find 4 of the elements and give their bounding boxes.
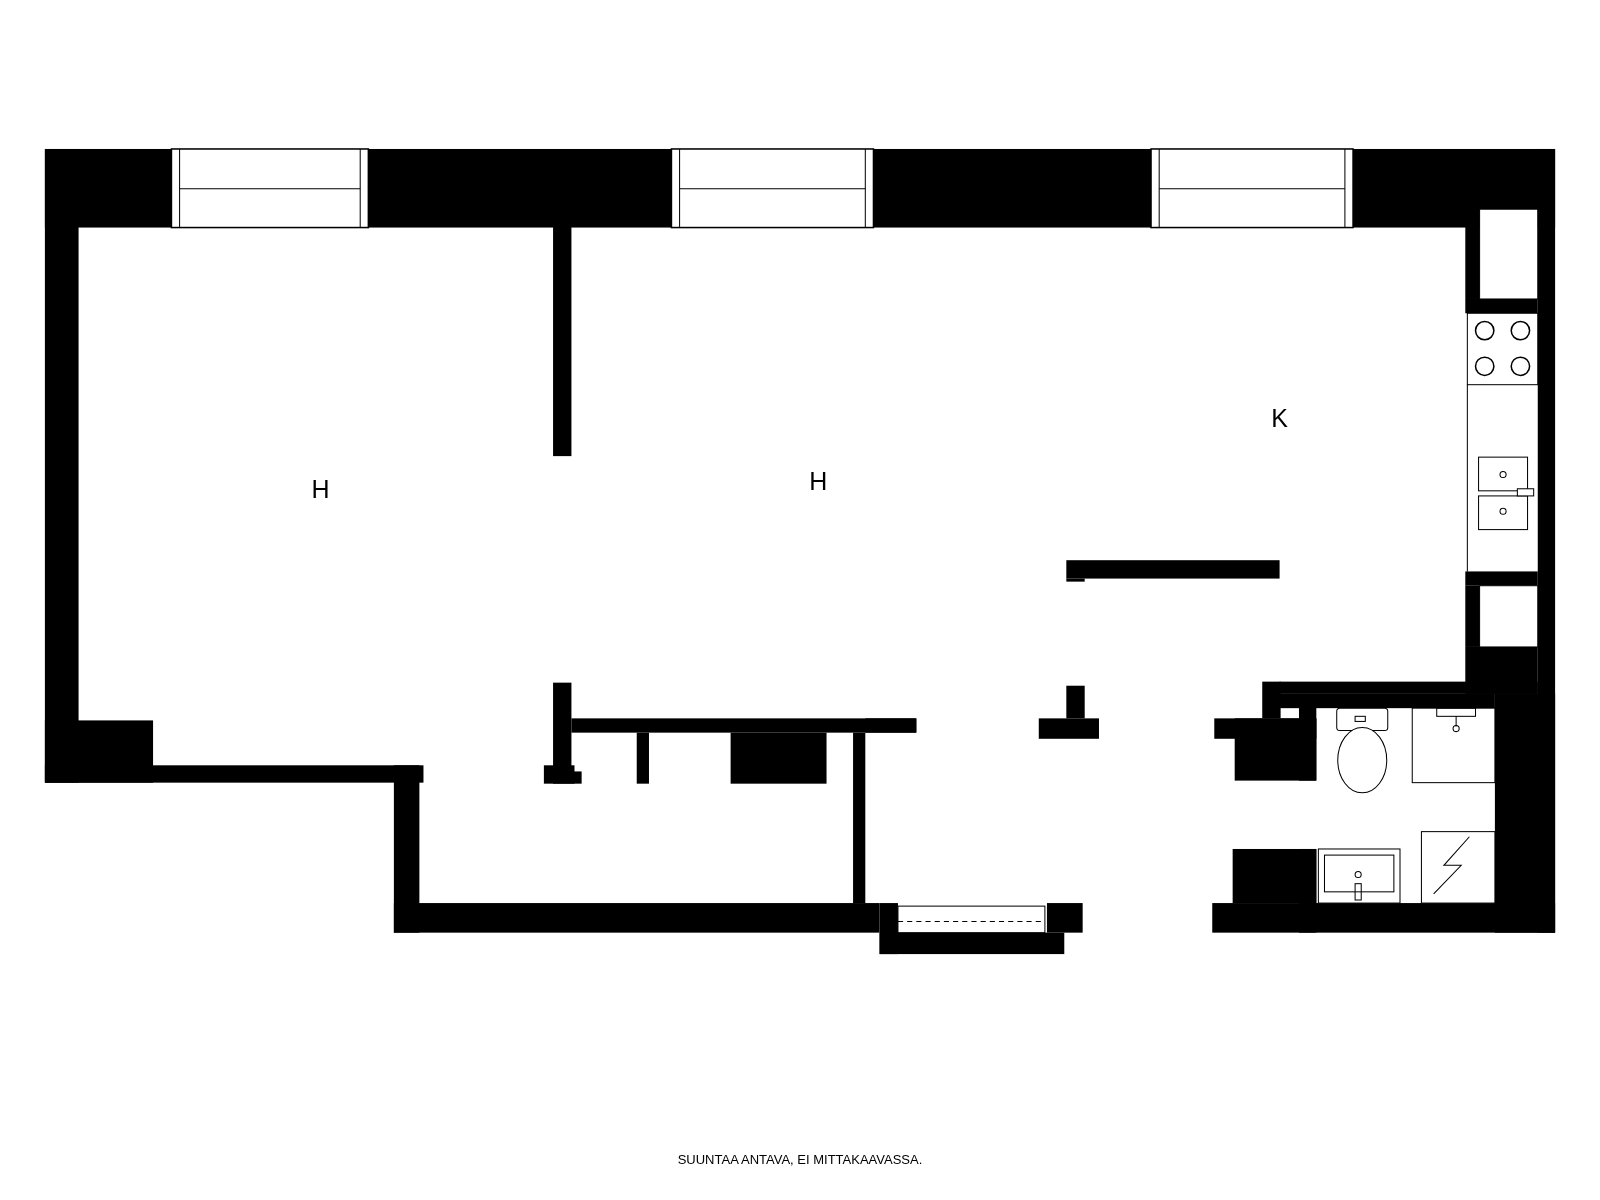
- room-label: H: [311, 474, 330, 504]
- room-label: H: [809, 466, 828, 496]
- disclaimer-note: SUUNTAA ANTAVA, EI MITTAKAAVASSA.: [677, 1151, 923, 1167]
- room-label: K: [1271, 403, 1288, 433]
